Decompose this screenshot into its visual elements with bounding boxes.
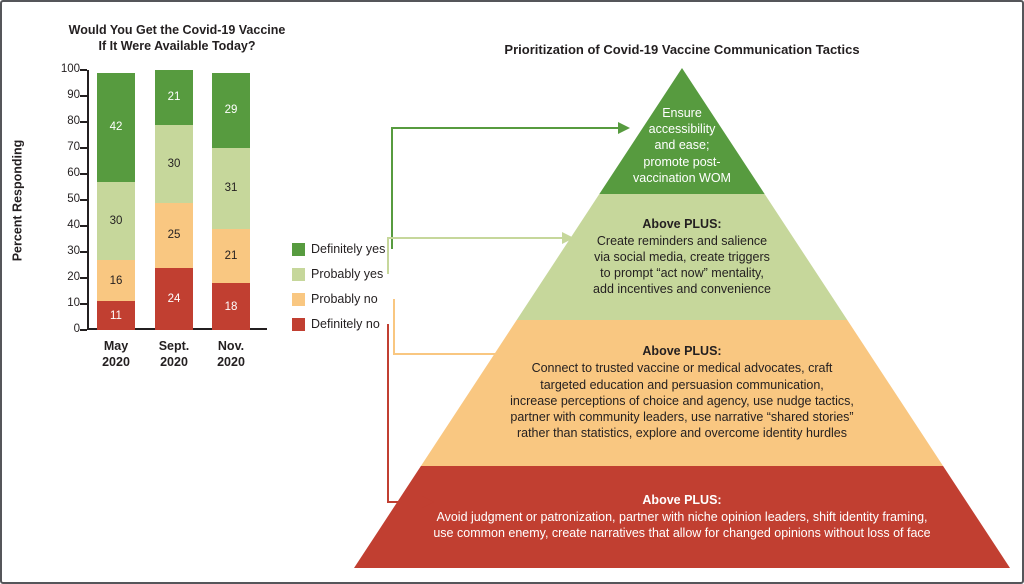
legend-item-definitely-yes: Definitely yes <box>292 242 385 256</box>
y-tick-label: 10 <box>67 297 80 309</box>
legend-label: Probably no <box>311 292 378 306</box>
y-tick-label: 80 <box>67 115 80 127</box>
legend-swatch-definitely-yes <box>292 242 305 256</box>
y-tick-label: 90 <box>67 89 80 101</box>
pyramid-level-body: Avoid judgment or patronization, partner… <box>433 509 931 540</box>
bar-segment-definitely-yes: 29 <box>212 72 250 148</box>
legend-swatch-probably-yes <box>292 267 305 281</box>
chart-title-line1: Would You Get the Covid-19 Vaccine <box>68 23 286 37</box>
chart-title: Would You Get the Covid-19 Vaccine If It… <box>42 22 312 55</box>
bar-segment-probably-no: 16 <box>97 259 135 302</box>
bar-segment-probably-yes: 30 <box>155 124 193 203</box>
y-tick-label: 20 <box>67 271 80 283</box>
y-tick-label: 60 <box>67 167 80 179</box>
y-tick-mark <box>80 225 87 227</box>
y-tick-label: 70 <box>67 141 80 153</box>
y-tick-label: 100 <box>60 63 80 75</box>
legend-item-probably-no: Probably no <box>292 292 378 306</box>
y-tick-mark <box>80 277 87 279</box>
y-tick-mark <box>80 329 87 331</box>
y-tick-label: 40 <box>67 219 80 231</box>
pyramid-level-heading: Above PLUS: <box>642 216 722 231</box>
y-tick-mark <box>80 173 87 175</box>
legend-swatch-definitely-no <box>292 317 305 331</box>
pyramid-level-heading: Above PLUS: <box>642 344 722 359</box>
bar-segment-definitely-yes: 42 <box>97 72 135 182</box>
chart-title-line2: If It Were Available Today? <box>98 39 256 54</box>
pyramid-level-body: Connect to trusted vaccine or medical ad… <box>510 361 854 441</box>
bar-segment-definitely-no: 18 <box>212 283 250 330</box>
pyramid-level-definitely-no: Above PLUS: Avoid judgment or patronizati… <box>354 466 1010 568</box>
pyramid-level-body: Create reminders and salience via social… <box>593 233 771 297</box>
legend-label: Definitely yes <box>311 242 386 256</box>
x-axis-label-may-2020: May 2020 <box>102 339 130 370</box>
y-tick-mark <box>80 199 87 201</box>
pyramid-level-probably-yes: Above PLUS: Create reminders and salience… <box>354 194 1010 320</box>
legend-item-probably-yes: Probably yes <box>292 267 383 281</box>
y-tick-mark <box>80 95 87 97</box>
legend-item-definitely-no: Definitely no <box>292 317 380 331</box>
y-tick-mark <box>80 121 87 123</box>
x-axis-label-nov-2020: Nov. 2020 <box>217 339 245 370</box>
y-tick-mark <box>80 303 87 305</box>
y-tick-mark <box>80 251 87 253</box>
bar-segment-probably-no: 21 <box>212 228 250 284</box>
pyramid-level-heading: Above PLUS: <box>642 492 722 507</box>
legend-swatch-probably-no <box>292 292 305 306</box>
y-tick-label: 0 <box>73 323 80 335</box>
arrow-probably-yes-icon <box>387 232 574 274</box>
y-tick-label: 30 <box>67 245 80 257</box>
pyramid-level-definitely-yes: Ensure accessibility and ease; promote p… <box>354 68 1010 194</box>
y-tick-mark <box>80 69 87 71</box>
bar-segment-definitely-no: 24 <box>155 267 193 330</box>
y-tick-mark <box>80 147 87 149</box>
bar-segment-definitely-no: 11 <box>97 301 135 330</box>
x-axis-label-sept-2020: Sept. 2020 <box>158 339 190 370</box>
bar-segment-probably-yes: 30 <box>97 181 135 260</box>
pyramid-title: Prioritization of Covid-19 Vaccine Commu… <box>504 42 860 57</box>
legend-label: Definitely no <box>311 317 380 331</box>
bar-segment-definitely-yes: 21 <box>155 70 193 125</box>
pyramid-level-probably-no: Above PLUS: Connect to trusted vaccine or… <box>354 320 1010 466</box>
bar-segment-probably-yes: 31 <box>212 147 250 229</box>
pyramid: Ensure accessibility and ease; promote p… <box>354 68 1010 568</box>
y-tick-label: 50 <box>67 193 80 205</box>
y-axis-label: Percent Responding <box>10 139 25 262</box>
pyramid-level-body: Ensure accessibility and ease; promote p… <box>633 105 731 185</box>
legend-label: Probably yes <box>311 267 384 281</box>
bar-segment-probably-no: 25 <box>155 202 193 268</box>
